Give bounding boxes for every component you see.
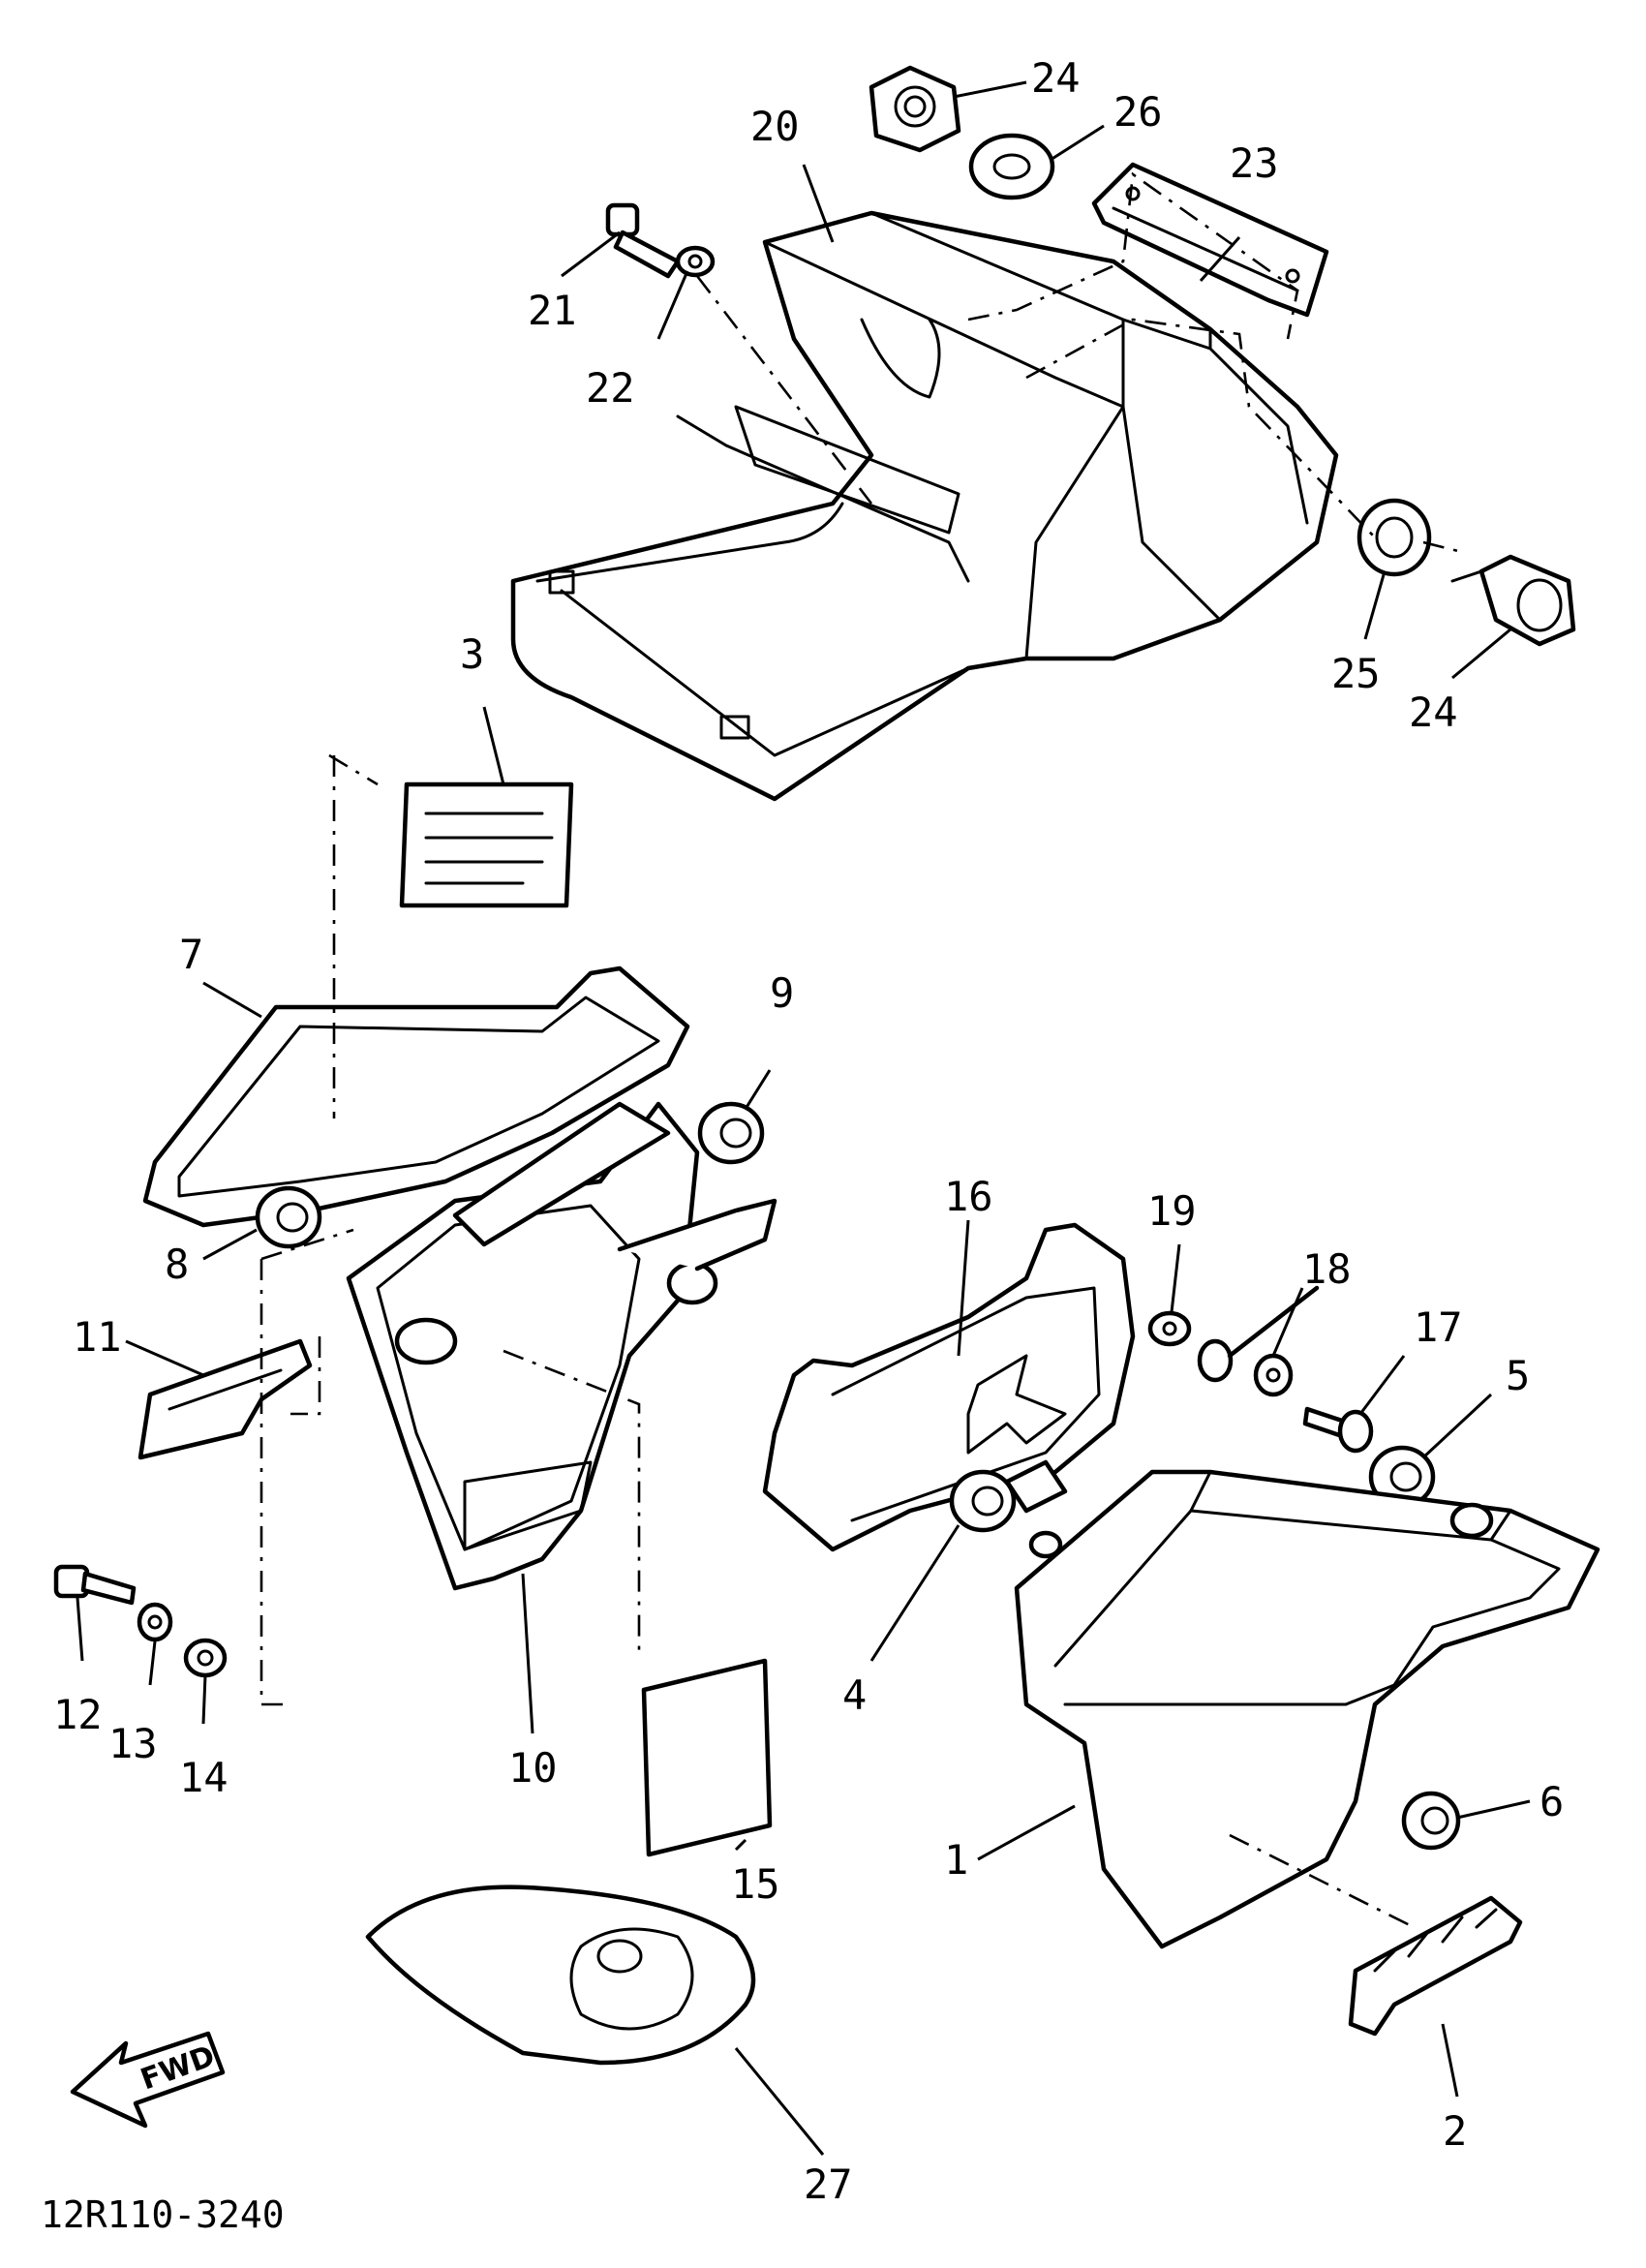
part-8-grommet <box>255 1185 322 1249</box>
callout-2: 2 <box>1443 2107 1467 2155</box>
part-24-nut-top <box>869 65 961 153</box>
part-10-inner-panel <box>346 1101 777 1591</box>
part-15-label <box>641 1658 773 1857</box>
callout-15: 15 <box>731 1860 780 1908</box>
part-20-battery-box <box>510 210 1339 802</box>
callout-8: 8 <box>165 1241 189 1288</box>
callout-27: 27 <box>804 2161 853 2208</box>
callout-9: 9 <box>770 969 794 1017</box>
callout-6: 6 <box>1539 1778 1564 1825</box>
fwd-arrow-icon: FWD <box>70 2031 226 2129</box>
callout-24: 24 <box>1031 54 1081 102</box>
part-27-seat-pad <box>365 1885 756 2066</box>
callout-24-knob: 24 <box>1409 689 1458 736</box>
callout-1: 1 <box>944 1836 968 1884</box>
callout-18: 18 <box>1302 1245 1352 1293</box>
callout-14: 14 <box>179 1754 229 1801</box>
part-14-washer <box>183 1638 228 1678</box>
part-12-bolt <box>53 1564 137 1606</box>
callout-20: 20 <box>750 103 800 150</box>
callout-10: 10 <box>508 1744 558 1792</box>
drawing-code: 12R110-3240 <box>41 2193 285 2236</box>
callout-7: 7 <box>179 931 203 978</box>
part-25-grommet <box>1356 498 1432 577</box>
callout-13: 13 <box>108 1720 158 1767</box>
part-13-nut <box>137 1602 173 1642</box>
part-17-bolt <box>1302 1406 1374 1454</box>
callout-16: 16 <box>944 1173 993 1220</box>
part-1-side-cover <box>1014 1469 1600 1949</box>
part-26-washer <box>968 133 1055 200</box>
part-18-nut <box>1197 1285 1320 1397</box>
callout-22: 22 <box>586 364 635 412</box>
callout-3: 3 <box>460 630 484 678</box>
callout-19: 19 <box>1147 1187 1197 1235</box>
callout-11: 11 <box>73 1313 122 1361</box>
part-7-side-cover <box>142 965 690 1228</box>
part-19-washer <box>1147 1310 1192 1347</box>
part-16-bracket <box>762 1222 1136 1552</box>
part-2-emblem <box>1348 1895 1523 2037</box>
part-22-nut <box>675 245 716 278</box>
callout-numbers: 24 26 20 23 21 22 25 24 3 7 9 8 11 12 13… <box>53 54 1564 2208</box>
part-21-bolt <box>605 202 681 279</box>
part-6-grommet <box>1401 1791 1461 1851</box>
callout-26: 26 <box>1113 88 1163 136</box>
callout-5: 5 <box>1506 1352 1530 1399</box>
part-9-grommet <box>697 1101 765 1165</box>
part-4-grommet <box>949 1469 1063 1559</box>
part-3-caution-label <box>399 782 574 908</box>
part-23-bracket <box>1091 162 1329 318</box>
callout-12: 12 <box>53 1691 103 1738</box>
leader-lines <box>76 80 1531 2156</box>
callout-21: 21 <box>528 287 577 334</box>
callout-4: 4 <box>842 1671 867 1719</box>
callout-17: 17 <box>1414 1303 1463 1351</box>
assembly-lines <box>259 171 1463 1929</box>
part-24-knob <box>1450 554 1576 647</box>
callout-23: 23 <box>1230 139 1279 187</box>
callout-25: 25 <box>1331 650 1381 697</box>
